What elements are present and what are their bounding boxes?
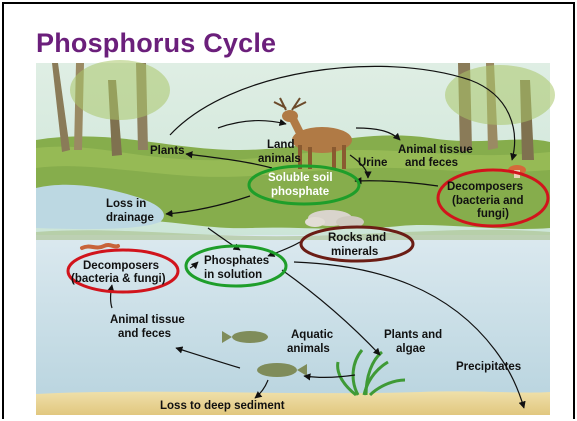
label-animal-tissue-bottom-line2: and feces xyxy=(118,328,171,340)
label-animal-tissue-top-line2: and feces xyxy=(405,157,458,169)
label-decomposers-right-line2: (bacteria and xyxy=(452,195,524,207)
label-land-animals-line2: animals xyxy=(258,153,301,165)
label-decomposers-left: Decomposers (bacteria & fungi) xyxy=(71,260,166,285)
label-plants: Plants xyxy=(150,145,185,157)
sediment-floor xyxy=(36,391,550,415)
label-soluble-soil-phosphate-line1: Soluble soil xyxy=(268,172,333,184)
label-decomposers-left-line2: (bacteria & fungi) xyxy=(71,273,166,285)
label-plants-and-algae-line1: Plants and xyxy=(384,329,442,341)
label-loss-to-deep-sediment: Loss to deep sediment xyxy=(160,400,285,412)
label-aquatic-animals-line2: animals xyxy=(287,343,330,355)
label-urine: Urine xyxy=(358,157,387,169)
label-decomposers-left-line1: Decomposers xyxy=(83,260,159,272)
tree-right-foliage xyxy=(445,65,555,125)
label-decomposers-right-line1: Decomposers xyxy=(447,181,523,193)
label-animal-tissue-top-line1: Animal tissue xyxy=(398,144,473,156)
label-phosphates-in-solution-line1: Phosphates xyxy=(204,255,269,267)
label-phosphates-in-solution-line2: in solution xyxy=(204,269,262,281)
label-precipitates: Precipitates xyxy=(456,361,521,373)
label-rocks-and-minerals-line2: minerals xyxy=(331,246,378,258)
tree-left-foliage xyxy=(70,60,170,120)
label-aquatic-animals-line1: Aquatic xyxy=(291,329,334,341)
label-rocks-and-minerals-line1: Rocks and xyxy=(328,232,386,244)
label-soluble-soil-phosphate-line2: phosphate xyxy=(271,186,329,198)
label-loss-in-drainage-line1: Loss in xyxy=(106,198,146,210)
label-animal-tissue-bottom-line1: Animal tissue xyxy=(110,314,185,326)
label-land-animals-line1: Land xyxy=(267,139,294,151)
label-loss-in-drainage-line2: drainage xyxy=(106,212,154,224)
label-decomposers-right-line3: fungi) xyxy=(477,208,509,220)
label-plants-and-algae-line2: algae xyxy=(396,343,425,355)
